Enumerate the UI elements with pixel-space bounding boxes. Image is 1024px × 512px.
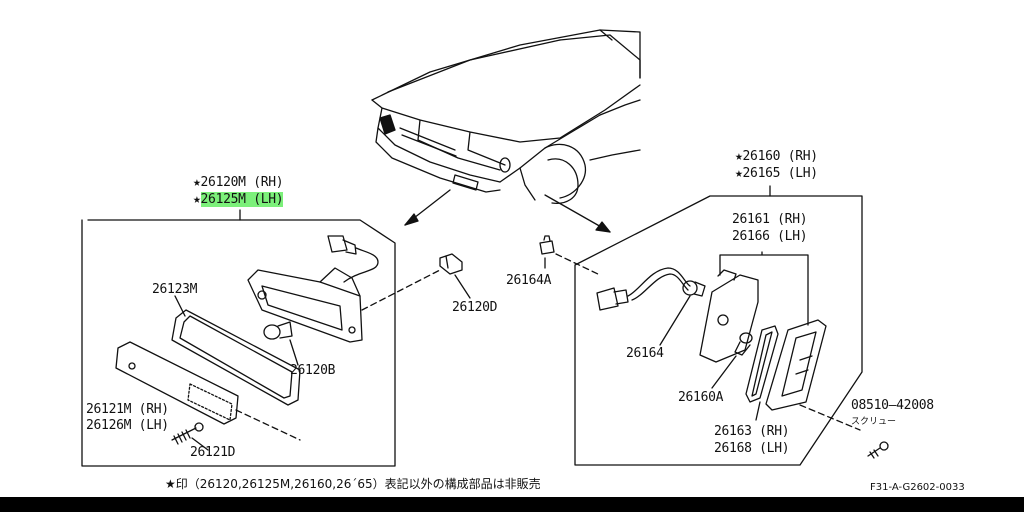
lens-26160 — [765, 319, 827, 411]
socket-26164 — [596, 267, 706, 311]
right-header-rh-label: 26160 (RH) — [735, 149, 819, 164]
part-26163-label: 26163 (RH) — [714, 424, 790, 439]
part-26123M-label: 26123M — [152, 282, 198, 297]
part-26164A-label: 26164A — [506, 273, 552, 288]
part-26121D-label: 26121D — [190, 445, 236, 460]
right-header-lh-label: 26165 (LH) — [735, 166, 819, 181]
clip-26164A — [539, 235, 555, 255]
lens-26121M — [115, 341, 239, 425]
left-header-lh-label: 26125M (LH) — [193, 192, 284, 207]
left-header-rh-label: 26120M (RH) — [193, 175, 284, 190]
part-26160A-label: 26160A — [678, 390, 724, 405]
corner-lamp-housing — [247, 235, 379, 343]
part-26126M-label: 26126M (LH) — [86, 418, 169, 433]
lamp-body-26161 — [699, 269, 759, 363]
part-26121M-label: 26121M (RH) — [86, 402, 169, 417]
clip-26120D — [439, 253, 463, 275]
footnote: 印（26120,26125M,26160,26´65）表記以外の構成部品は非販売 — [165, 475, 541, 492]
car-illustration — [371, 29, 641, 233]
part-26164-label: 26164 — [626, 346, 664, 361]
gasket-26163 — [745, 325, 779, 403]
part-26166-label: 26166 (LH) — [732, 229, 808, 244]
screw-08510-42008 — [867, 441, 889, 459]
part-08510-42008-label: 08510—42008 — [851, 398, 934, 413]
part-26161-label: 26161 (RH) — [732, 212, 808, 227]
figure-code: F31-A-G2602-0033 — [870, 482, 965, 493]
left-group-frame — [81, 219, 396, 467]
bulb-26120B — [263, 321, 293, 340]
part-26120D-label: 26120D — [452, 300, 498, 315]
part-26168-label: 26168 (LH) — [714, 441, 790, 456]
gasket-26123M — [171, 309, 301, 406]
right-group-frame — [574, 195, 863, 466]
screw-26121D — [171, 422, 204, 445]
screw-label: スクリュー — [851, 417, 897, 427]
bulb-26160A — [734, 332, 753, 356]
part-26120B-label: 26120B — [290, 363, 336, 378]
bottom-bar — [0, 497, 1024, 512]
